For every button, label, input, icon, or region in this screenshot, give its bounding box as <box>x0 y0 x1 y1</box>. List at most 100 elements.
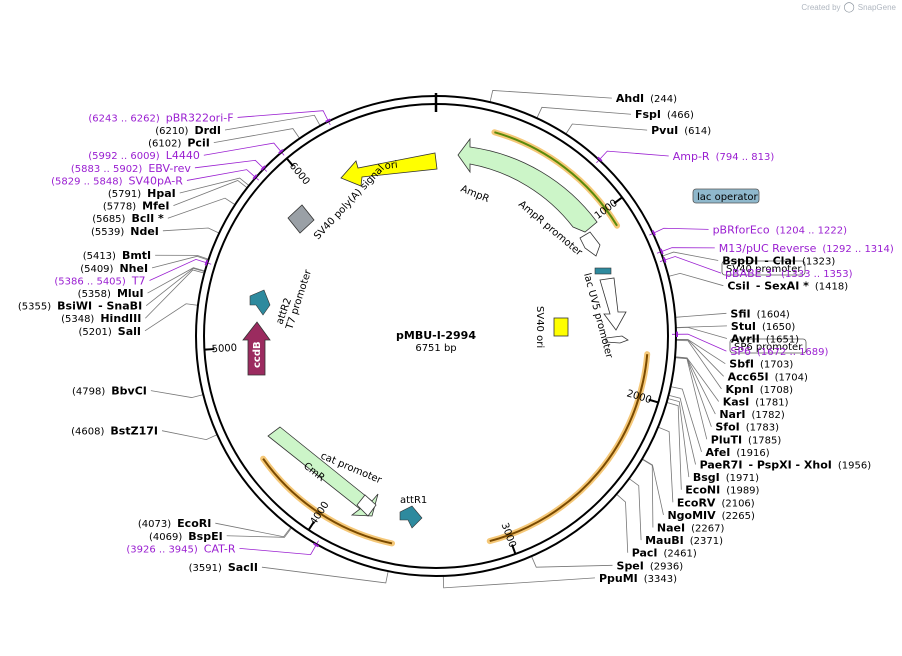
leader-line-sali <box>144 303 199 332</box>
leader-line-pbr322ori-f <box>237 110 331 126</box>
leader-line-paci <box>616 493 629 553</box>
ori-arrow <box>340 152 438 187</box>
label-part: CAT-R <box>204 542 236 555</box>
lac-uv5-promoter-arrow <box>599 277 627 331</box>
enzyme-label-fspi: FspI(466) <box>635 108 694 121</box>
label-part: (3591) <box>189 563 222 574</box>
leader-line-bsgi <box>667 398 690 478</box>
label-part: SfoI <box>715 421 739 434</box>
leader-line-hindiii <box>145 269 205 319</box>
label-part: (1785) <box>748 435 781 446</box>
enzyme-label-avrii: AvrII(1651) <box>731 333 799 346</box>
enzyme-label-stui: StuI(1650) <box>731 320 795 333</box>
leader-line-pvui <box>565 123 648 135</box>
label-part: (5791) <box>108 189 141 200</box>
enzyme-label-mfei: (5778)MfeI <box>103 200 170 213</box>
label-part: pBR322ori-F <box>166 111 234 124</box>
leader-line-spei <box>531 556 613 568</box>
label-part: (2267) <box>691 524 724 535</box>
plasmid-size: 6751 bp <box>415 343 456 354</box>
feature-lac-operator <box>594 267 612 275</box>
enzyme-label-afei: AfeI(1916) <box>706 446 770 459</box>
label-part: NgoMIV <box>667 509 716 522</box>
label-part: - SexAI * <box>756 280 809 293</box>
label-part: (3926 .. 3945) <box>126 544 198 555</box>
label-part: (5685) <box>92 214 125 225</box>
cat-promoter-glyph <box>356 494 377 517</box>
label-part: KpnI <box>725 383 753 396</box>
label-part: SbfI <box>729 358 754 371</box>
label-part: PaeR7I <box>700 459 743 472</box>
primer-label-ebv-rev: (5883 .. 5902)EBV-rev <box>71 162 191 175</box>
primer-label-sv40pa-r: (5829 .. 5848)SV40pA-R <box>51 174 183 187</box>
ccdb-label: ccdB <box>252 341 263 368</box>
enzyme-label-sfoi: SfoI(1783) <box>715 421 779 434</box>
leader-line-econi <box>666 402 682 490</box>
label-part: NheI <box>119 262 148 275</box>
leader-line-ngomiv <box>641 458 664 515</box>
label-part: (1204 .. 1222) <box>776 225 848 236</box>
enzyme-label-econi: EcoNI(1989) <box>685 484 759 497</box>
enzyme-label-bspei: (4069)BspEI <box>149 530 223 543</box>
primer-site-pbabe-3 <box>662 257 667 263</box>
label-part: (5358) <box>78 289 111 300</box>
label-part: M13/pUC Reverse <box>719 242 817 255</box>
label-part: - ClaI <box>764 254 796 267</box>
primer-site-t7 <box>204 259 209 266</box>
enzyme-label-paci: PacI(2461) <box>632 547 697 560</box>
feature-ampr-promoter <box>579 231 601 257</box>
enzyme-label-ecori: (4073)EcoRI <box>138 517 211 530</box>
enzyme-label-ndei: (5539)NdeI <box>91 225 159 238</box>
leader-line-maubi <box>628 478 642 541</box>
leader-line-bspei <box>226 527 292 538</box>
label-part: SpeI <box>617 559 644 572</box>
enzyme-label-sali: (5201)SalI <box>79 325 141 338</box>
leader-line-csii <box>668 272 724 287</box>
label-part: BspDI <box>722 254 758 267</box>
label-part: - SnaBI <box>98 300 142 313</box>
cmr-arrow <box>267 426 379 517</box>
enzyme-label-hpai: (5791)HpaI <box>108 187 176 200</box>
enzyme-label-hindiii: (5348)HindIII <box>61 312 141 325</box>
leader-line-kasi <box>675 356 720 402</box>
ampr-label: AmpR <box>459 184 491 205</box>
orf-arc-core-1 <box>489 354 649 543</box>
label-part: Acc65I <box>728 370 769 383</box>
enzyme-label-bbvci: (4798)BbvCI <box>72 385 147 398</box>
feature-attr2 <box>249 289 271 316</box>
sv40-polya-glyph <box>287 204 315 234</box>
enzyme-label-nari: NarI(1782) <box>719 408 785 421</box>
enzyme-label-sbfi: SbfI(1703) <box>729 358 793 371</box>
enzyme-label-bsgi: BsgI(1971) <box>693 471 759 484</box>
label-part: (5413) <box>83 251 116 262</box>
label-part: (1704) <box>775 372 808 383</box>
sv40-promoter-box-label: SV40 promoter <box>726 264 802 275</box>
leader-line-sbfi <box>675 339 726 365</box>
leader-line-mlui <box>147 267 206 294</box>
leader-line-ppumi <box>442 575 595 589</box>
label-part: StuI <box>731 320 756 333</box>
primer-site-ebv-rev <box>260 165 266 171</box>
label-part: (1323) <box>802 256 835 267</box>
leader-line-amp-r <box>596 150 669 164</box>
enzyme-label-bsiwi: (5355)BsiWI- SnaBI <box>18 300 142 313</box>
label-part: (244) <box>650 94 677 105</box>
label-part: (794 .. 813) <box>716 152 775 163</box>
enzyme-label-kasi: KasI(1781) <box>723 396 789 409</box>
label-part: (1971) <box>726 473 759 484</box>
credit-prefix: Created by <box>801 3 841 12</box>
enzyme-label-paer7i: PaeR7I- PspXI - XhoI(1956) <box>700 459 872 472</box>
label-part: (5539) <box>91 227 124 238</box>
ampr-promoter-arrow <box>579 231 601 257</box>
label-part: HindIII <box>100 312 141 325</box>
label-part: (466) <box>667 110 694 121</box>
primer-label-sp6: SP6(1672 .. 1689) <box>730 345 828 358</box>
primer-label-amp-r: Amp-R(794 .. 813) <box>673 150 775 163</box>
enzyme-label-bcli: (5685)BclI * <box>92 212 164 225</box>
label-part: - PspXI - XhoI <box>748 459 831 472</box>
primer-site-m13-puc-reverse <box>659 248 664 255</box>
enzyme-label-naei: NaeI(2267) <box>657 522 725 535</box>
enzyme-label-pluti: PluTI(1785) <box>711 433 782 446</box>
leader-line-pluti <box>674 357 708 440</box>
label-part: SfiI <box>730 307 750 320</box>
